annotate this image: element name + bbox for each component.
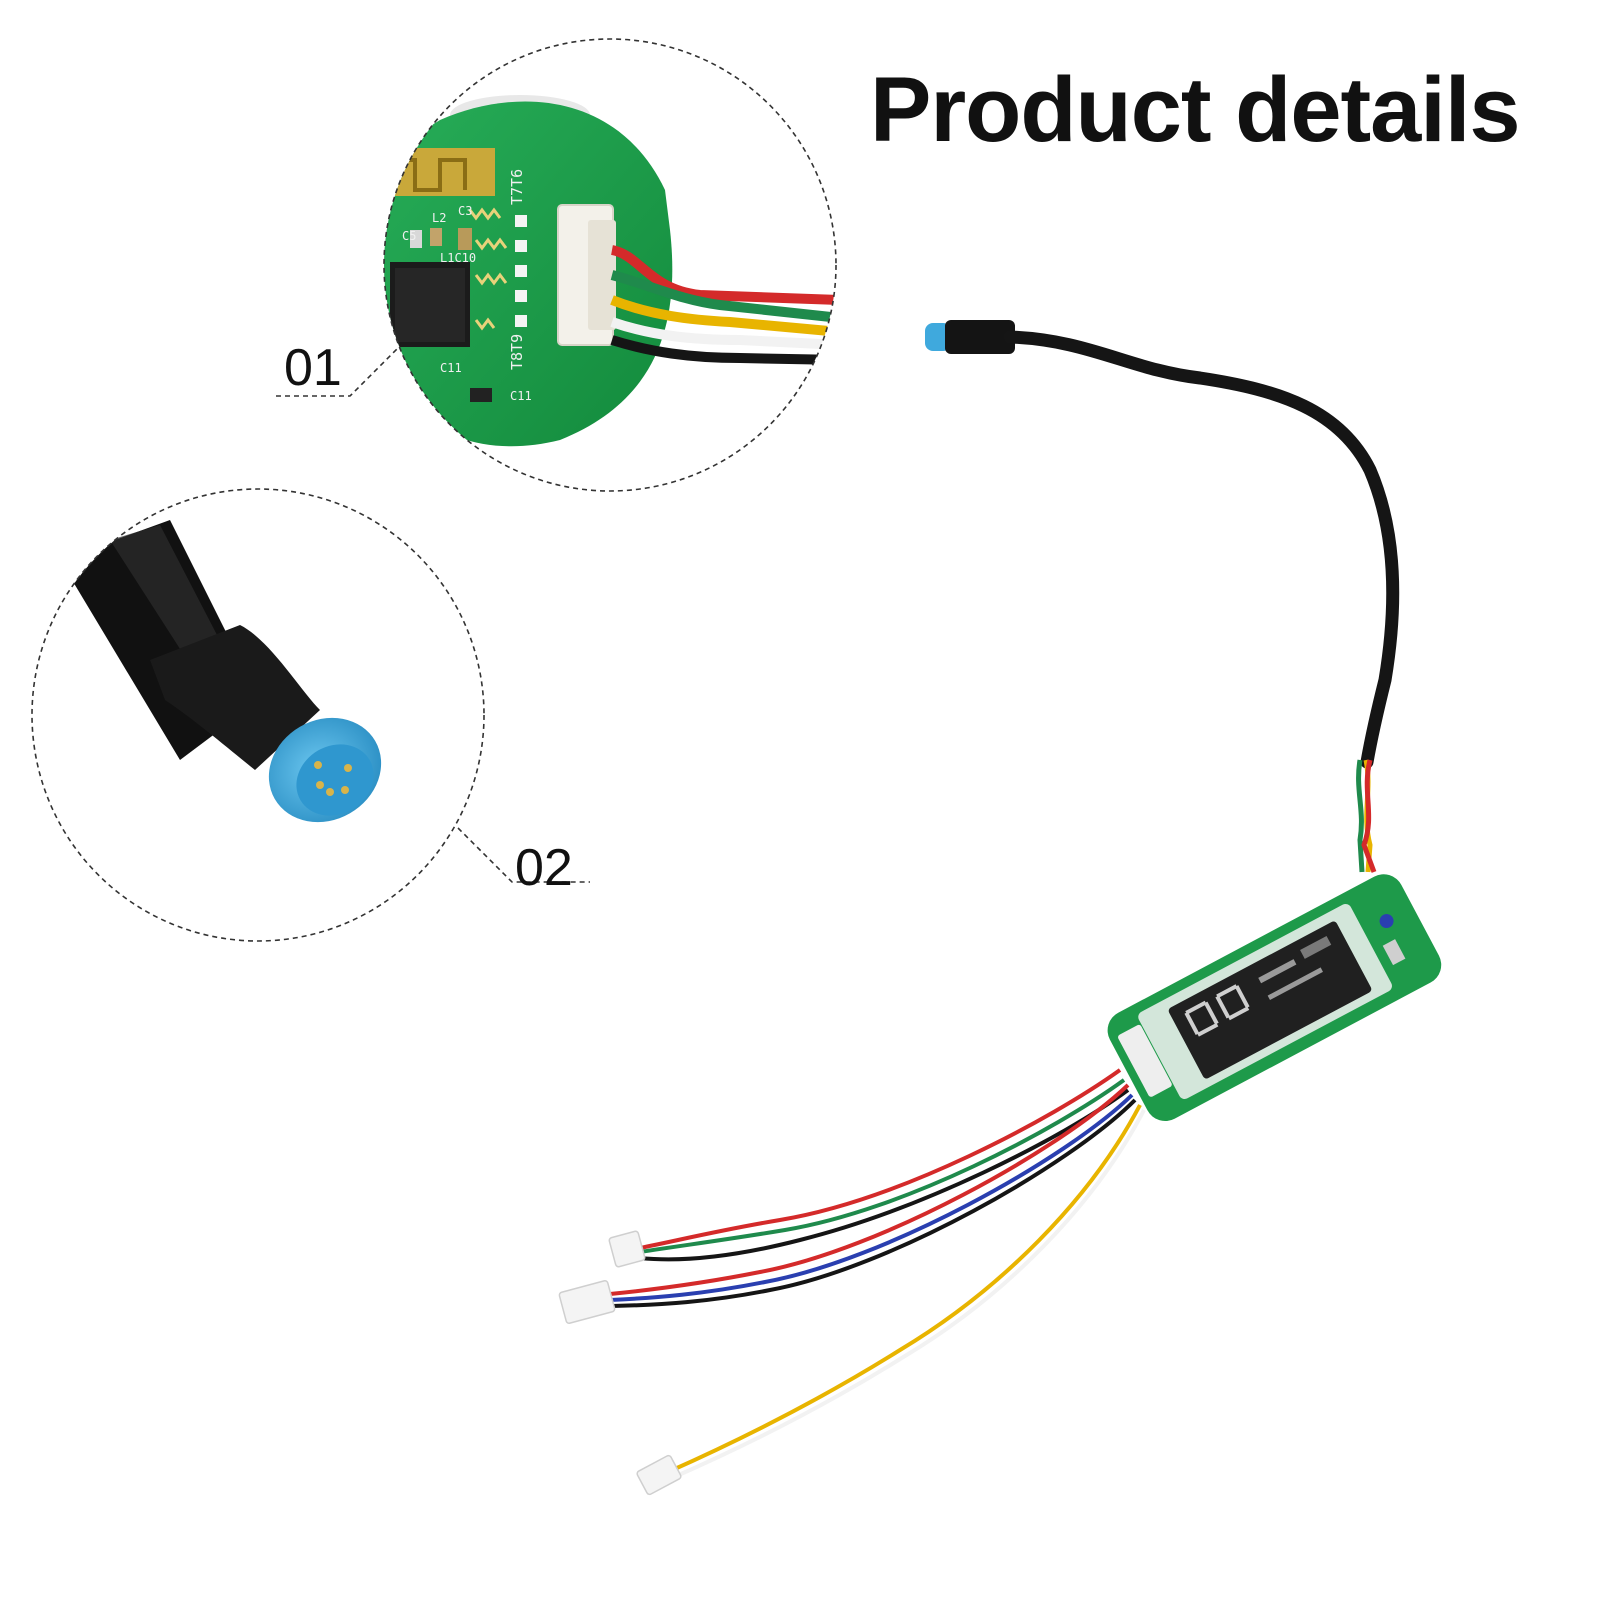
- pcb-closeup: T7T6 T8T9 C3 C5 L2 L1C10 C11 C11: [383, 38, 837, 492]
- callout-label-01: 01: [284, 339, 342, 397]
- silk-t8t9: T8T9: [508, 334, 526, 370]
- silk-l1c10: L1C10: [440, 251, 476, 265]
- page-title: Product details: [870, 59, 1521, 161]
- main-cable: [1003, 330, 1400, 769]
- connector-tip: [925, 323, 951, 351]
- leader-02: [457, 827, 590, 883]
- silk-t7t6: T7T6: [508, 169, 526, 205]
- leader-01: [276, 347, 399, 397]
- silk-l2: L2: [432, 211, 446, 225]
- callout-label-02: 02: [515, 839, 573, 897]
- connector-closeup: [31, 488, 485, 942]
- plug-medium: [558, 1279, 616, 1325]
- plug-single: [636, 1454, 682, 1496]
- plug-small: [608, 1230, 646, 1268]
- product-main: [558, 320, 1442, 1496]
- silk-c3: C3: [458, 204, 472, 218]
- silk-c5: C5: [402, 229, 416, 243]
- silk-c11-b: C11: [510, 389, 532, 403]
- silk-c11-a: C11: [440, 361, 462, 375]
